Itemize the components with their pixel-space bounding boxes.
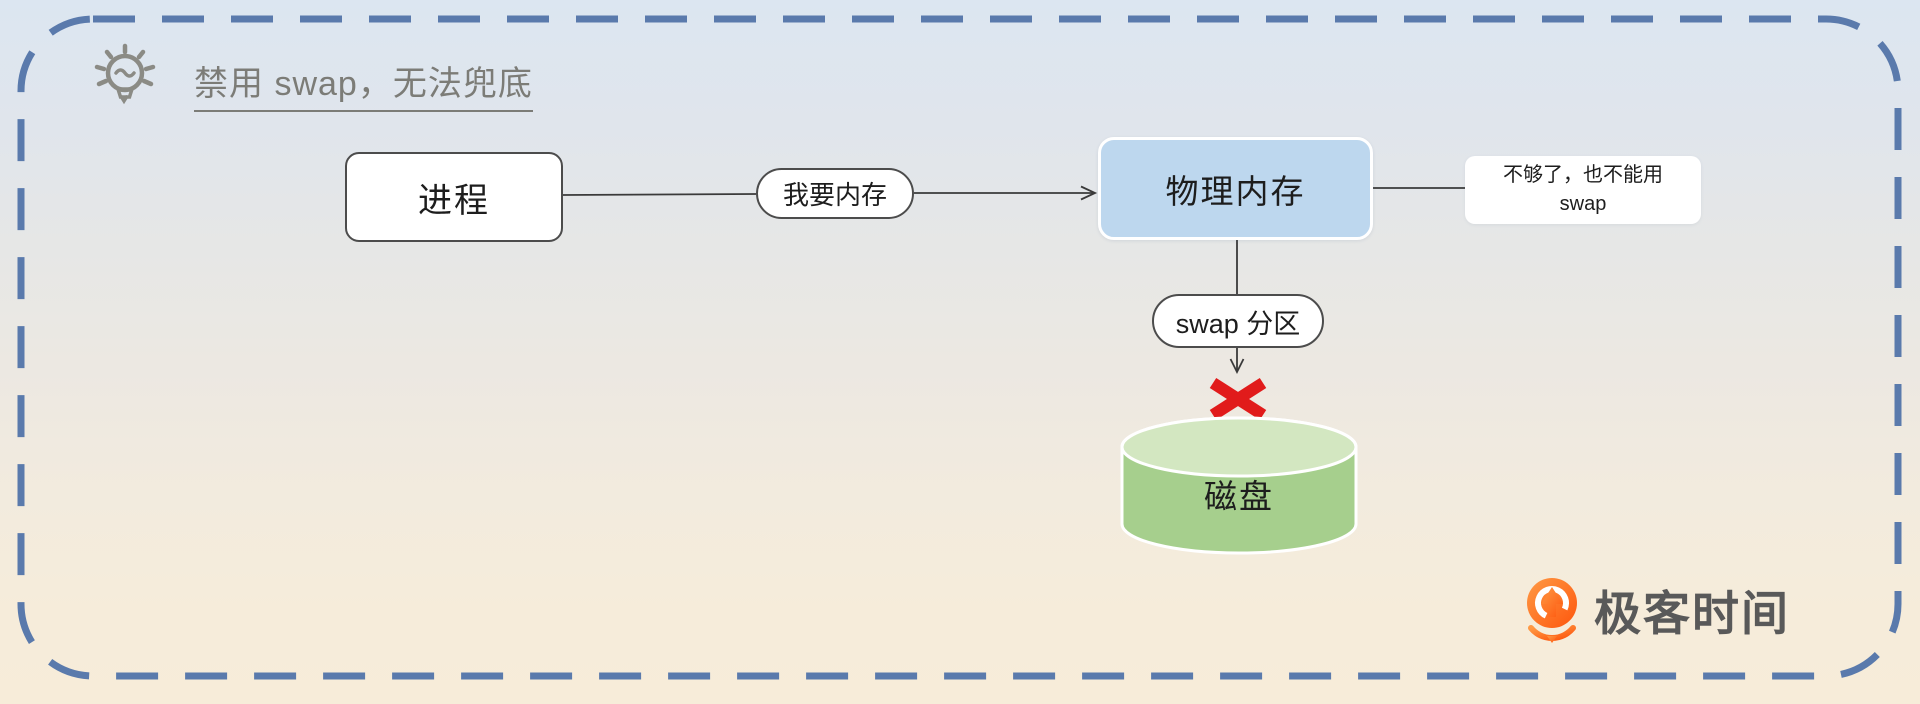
- physical-memory-node: 物理内存: [1098, 137, 1373, 240]
- process-node: 进程: [345, 152, 563, 242]
- disk-label: 磁盘: [1204, 478, 1274, 515]
- geektime-icon: [1527, 577, 1577, 643]
- note-line2: swap: [1559, 193, 1607, 215]
- process-label: 进程: [418, 181, 490, 220]
- arrowhead-down: [1229, 358, 1245, 375]
- not-enough-note: 不够了，也不能用 swap: [1465, 156, 1701, 224]
- physical-memory-label: 物理内存: [1165, 172, 1306, 210]
- brand-logo: 极客时间: [1520, 575, 1790, 644]
- lightbulb-icon: [94, 43, 156, 105]
- memory-request-label: 我要内存: [782, 180, 887, 210]
- geektime-wordmark: 极客时间: [1594, 587, 1790, 640]
- arrowhead-right: [1080, 185, 1098, 201]
- swap-partition-pill: swap 分区: [1152, 294, 1324, 348]
- disk-cylinder: [1120, 416, 1358, 555]
- swap-partition-label: swap 分区: [1175, 308, 1301, 339]
- page-title: 禁用 swap，无法兜底: [194, 56, 533, 112]
- memory-request-pill: 我要内存: [756, 168, 914, 219]
- blocked-x-mark: [1209, 377, 1267, 421]
- note-line1: 不够了，也不能用: [1503, 164, 1663, 186]
